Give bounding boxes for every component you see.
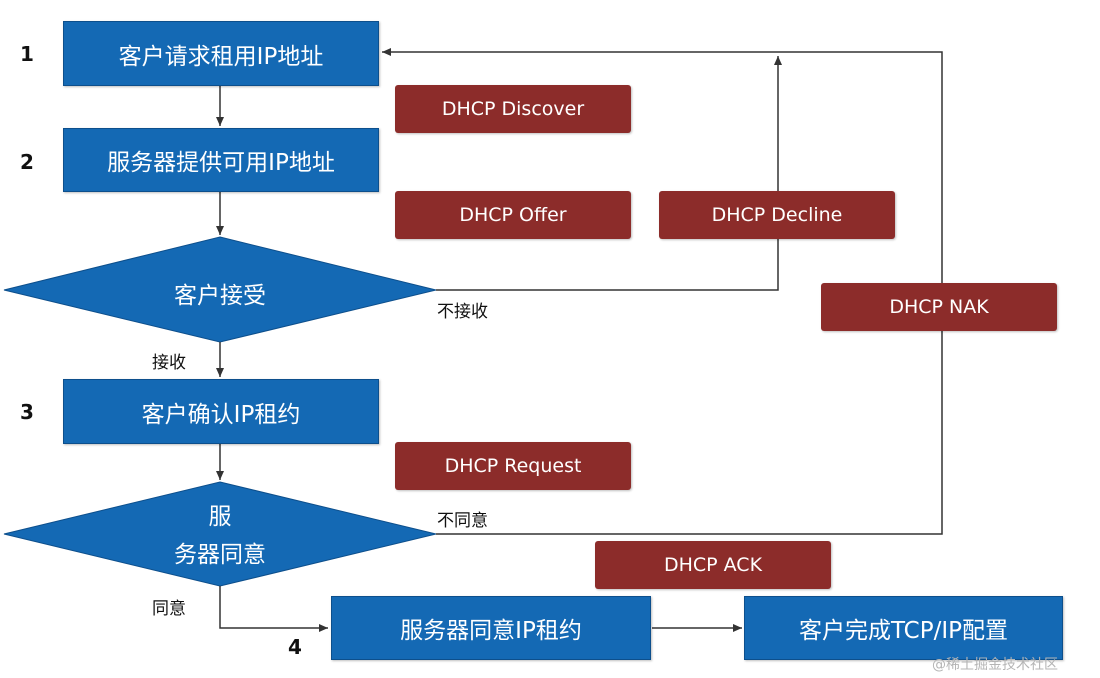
tag-dhcp-offer: DHCP Offer [395, 191, 631, 239]
edge-label-not-accept: 不接收 [437, 302, 488, 322]
edge-label-accept: 接收 [152, 353, 186, 373]
box-confirm-lease: 客户确认IP租约 [63, 379, 379, 444]
decision-server-agree-label-line2: 务器同意 [174, 542, 266, 568]
box-offer-ip: 服务器提供可用IP地址 [63, 128, 379, 192]
box-complete-config: 客户完成TCP/IP配置 [744, 596, 1063, 660]
edge-label-agree: 同意 [152, 599, 186, 619]
watermark: @稀土掘金技术社区 [932, 657, 1058, 673]
tag-dhcp-nak: DHCP NAK [821, 283, 1057, 331]
tag-dhcp-decline: DHCP Decline [659, 191, 895, 239]
tag-dhcp-request: DHCP Request [395, 442, 631, 490]
arrow-agree-to-lease [219, 586, 328, 632]
tag-dhcp-ack: DHCP ACK [595, 541, 831, 589]
edge-label-disagree: 不同意 [437, 511, 488, 531]
decision-client-accept-label: 客户接受 [174, 283, 266, 309]
decision-server-agree-label-line1: 服 [208, 504, 232, 530]
box-request-ip: 客户请求租用IP地址 [63, 21, 379, 86]
tag-dhcp-discover: DHCP Discover [395, 85, 631, 133]
step-number-3: 3 [20, 400, 34, 424]
step-number-4: 4 [288, 635, 302, 659]
step-number-2: 2 [20, 150, 34, 174]
step-number-1: 1 [20, 42, 34, 66]
arrow-decline-loop [436, 56, 782, 291]
box-server-agree-lease: 服务器同意IP租约 [331, 596, 651, 660]
